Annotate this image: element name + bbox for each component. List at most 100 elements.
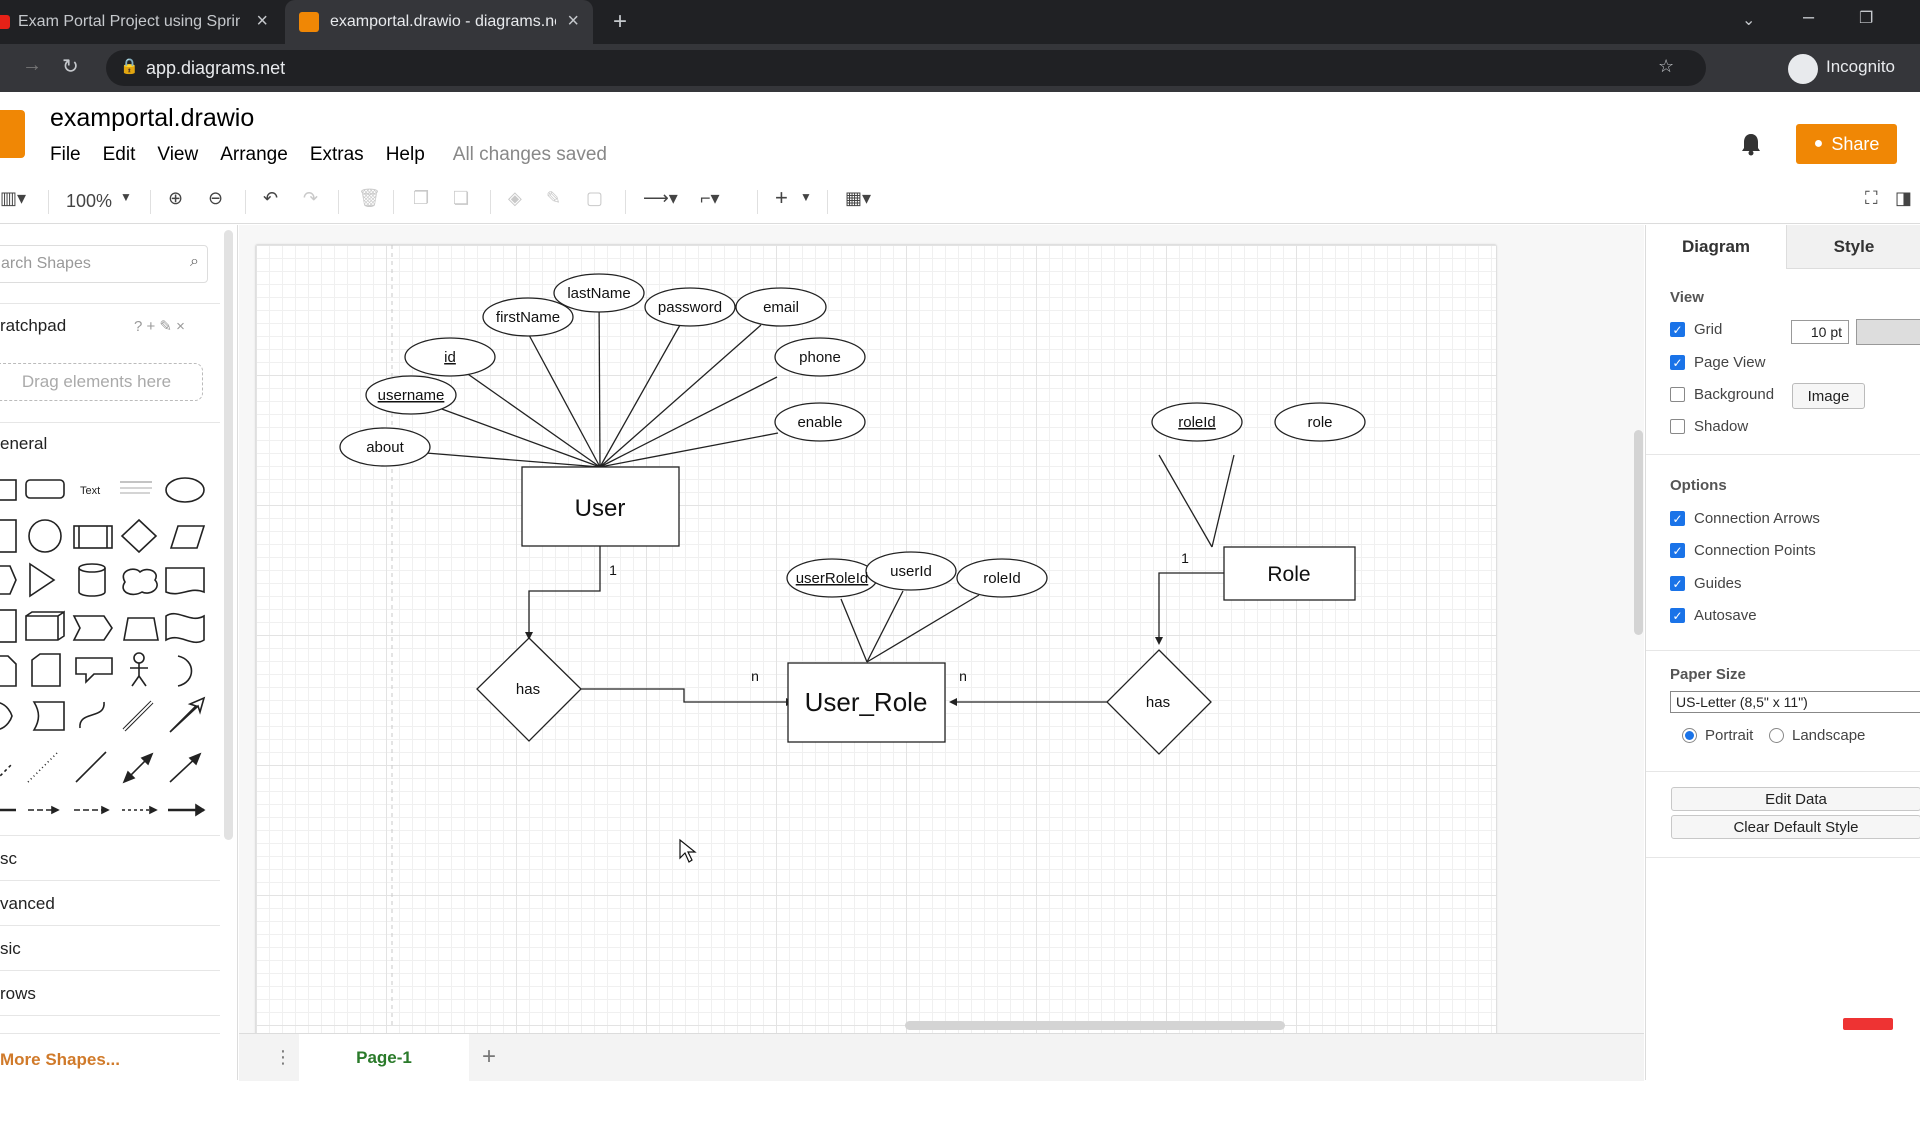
menu-edit[interactable]: Edit — [102, 144, 136, 165]
grid-label: Grid — [1694, 321, 1723, 338]
autosave-row[interactable]: ✓ Autosave — [1670, 607, 1757, 624]
fullscreen-icon[interactable]: ⛶ — [1865, 188, 1878, 208]
browser-tab-drawio[interactable]: examportal.drawio - diagrams.ne × — [285, 0, 593, 44]
chevron-down-icon[interactable]: ▼ — [800, 190, 812, 204]
tab-diagram[interactable]: Diagram — [1646, 225, 1786, 269]
page-view-checkbox[interactable]: ✓ — [1670, 355, 1685, 370]
undo-icon[interactable]: ↶ — [263, 188, 279, 208]
pages-menu-icon[interactable]: ⋮ — [274, 1047, 292, 1067]
guides-checkbox[interactable]: ✓ — [1670, 576, 1685, 591]
close-tab-icon[interactable]: × — [567, 10, 579, 32]
er-diagram[interactable]: User User_Role Role has has lastName fir… — [239, 225, 1644, 1033]
toggle-format-panel-icon[interactable]: ◨ — [1895, 188, 1913, 208]
restore-icon[interactable]: ❐ — [1859, 10, 1874, 27]
shapes-scrollbar[interactable] — [224, 230, 233, 840]
line-color-icon[interactable]: ✎ — [546, 188, 562, 208]
bookmark-star-icon[interactable]: ☆ — [1658, 56, 1675, 76]
scratchpad-header[interactable]: ratchpad — [0, 316, 67, 335]
zoom-select[interactable]: 100% — [66, 191, 113, 211]
menu-file[interactable]: File — [50, 144, 81, 165]
add-page-icon[interactable]: + — [482, 1043, 497, 1070]
format-panel-icon[interactable]: ▥▾ — [0, 188, 27, 208]
waypoints-icon[interactable]: ⌐▾ — [700, 188, 720, 208]
category-misc[interactable]: sc — [0, 849, 17, 868]
delete-icon[interactable]: 🗑 — [358, 188, 381, 208]
attr-label-phone: phone — [799, 349, 841, 366]
page-view-checkbox-row[interactable]: ✓ Page View — [1670, 354, 1765, 371]
edge-user-has — [528, 546, 601, 634]
grid-size-input[interactable]: 10 pt — [1791, 320, 1849, 344]
close-tab-icon[interactable]: × — [256, 10, 268, 32]
connection-style-icon[interactable]: ⟶▾ — [643, 188, 678, 208]
zoom-in-icon[interactable]: ⊕ — [168, 188, 184, 208]
paper-size-value: US-Letter (8,5" x 11") — [1676, 694, 1808, 710]
search-icon[interactable]: ⌕ — [190, 253, 199, 270]
menu-extras[interactable]: Extras — [309, 144, 364, 165]
shape-square — [0, 519, 17, 553]
table-icon[interactable]: ▦▾ — [845, 188, 872, 208]
to-front-icon[interactable]: ❐ — [413, 188, 430, 208]
connection-points-checkbox[interactable]: ✓ — [1670, 543, 1685, 558]
canvas-horizontal-scrollbar[interactable] — [905, 1021, 1285, 1030]
tab-search-icon[interactable]: ⌄ — [1742, 12, 1756, 29]
category-advanced[interactable]: vanced — [0, 894, 55, 913]
more-shapes-link[interactable]: More Shapes... — [0, 1050, 120, 1069]
omnibox[interactable]: 🔒 app.diagrams.net ☆ — [106, 50, 1706, 86]
category-basic[interactable]: sic — [0, 939, 21, 958]
fill-color-icon[interactable]: ◈ — [508, 188, 522, 208]
scratchpad-actions[interactable]: ? + ✎ × — [134, 318, 185, 335]
insert-icon[interactable]: + — [775, 185, 788, 210]
category-arrows[interactable]: rows — [0, 984, 36, 1003]
connection-points-row[interactable]: ✓ Connection Points — [1670, 542, 1816, 559]
browser-tab-exam-portal[interactable]: Exam Portal Project using Spring × — [0, 0, 282, 44]
new-tab-icon[interactable]: + — [613, 8, 628, 35]
scratchpad-dropzone[interactable]: Drag elements here — [0, 363, 203, 401]
connection-arrows-checkbox[interactable]: ✓ — [1670, 511, 1685, 526]
edit-data-button[interactable]: Edit Data — [1671, 787, 1920, 811]
arrowhead — [525, 632, 533, 640]
menu-help[interactable]: Help — [385, 144, 425, 165]
general-shapes-grid[interactable]: Text — [0, 470, 215, 1050]
guides-row[interactable]: ✓ Guides — [1670, 575, 1742, 592]
reload-icon[interactable]: ↻ — [62, 56, 79, 78]
document-title[interactable]: examportal.drawio — [50, 104, 255, 132]
portrait-radio[interactable] — [1682, 728, 1697, 743]
background-checkbox-row[interactable]: Background — [1670, 386, 1774, 403]
chevron-down-icon[interactable]: ▼ — [120, 190, 132, 204]
general-section-header[interactable]: eneral — [0, 434, 48, 453]
diagram-canvas[interactable]: User User_Role Role has has lastName fir… — [239, 225, 1644, 1033]
profile-label[interactable]: Incognito — [1826, 57, 1895, 76]
page-tab-1[interactable]: Page-1 — [299, 1034, 469, 1081]
autosave-checkbox[interactable]: ✓ — [1670, 608, 1685, 623]
menu-arrange[interactable]: Arrange — [220, 144, 288, 165]
diagram-page[interactable] — [256, 245, 1496, 1033]
format-panel: Diagram Style View ✓ Grid 10 pt ✓ Page V… — [1645, 225, 1920, 1080]
shadow-icon[interactable]: ▢ — [586, 188, 604, 208]
menu-view[interactable]: View — [157, 144, 199, 165]
portrait-radio-row[interactable]: Portrait — [1682, 727, 1753, 744]
cardinality-userrole-has: n — [959, 668, 967, 684]
search-shapes-input[interactable]: arch Shapes ⌕ — [0, 245, 208, 283]
forward-icon[interactable]: → — [22, 54, 42, 76]
lock-icon: 🔒 — [120, 58, 139, 75]
notification-bell-icon[interactable] — [1740, 132, 1762, 156]
minimize-icon[interactable]: – — [1803, 6, 1815, 28]
shadow-checkbox[interactable] — [1670, 419, 1685, 434]
canvas-vertical-scrollbar[interactable] — [1634, 430, 1643, 635]
connection-arrows-row[interactable]: ✓ Connection Arrows — [1670, 510, 1820, 527]
background-checkbox[interactable] — [1670, 387, 1685, 402]
paper-size-select[interactable]: US-Letter (8,5" x 11") — [1670, 691, 1920, 713]
tab-style[interactable]: Style — [1786, 225, 1920, 269]
background-image-button[interactable]: Image — [1792, 383, 1865, 409]
redo-icon[interactable]: ↷ — [303, 188, 319, 208]
grid-checkbox-row[interactable]: ✓ Grid — [1670, 321, 1722, 338]
grid-checkbox[interactable]: ✓ — [1670, 322, 1685, 337]
to-back-icon[interactable]: ❏ — [453, 188, 470, 208]
zoom-out-icon[interactable]: ⊖ — [208, 188, 224, 208]
landscape-radio-row[interactable]: Landscape — [1769, 727, 1865, 744]
landscape-radio[interactable] — [1769, 728, 1784, 743]
grid-color-swatch[interactable] — [1856, 319, 1920, 345]
share-button[interactable]: ● Share — [1796, 124, 1897, 164]
shadow-checkbox-row[interactable]: Shadow — [1670, 418, 1748, 435]
clear-default-style-button[interactable]: Clear Default Style — [1671, 815, 1920, 839]
